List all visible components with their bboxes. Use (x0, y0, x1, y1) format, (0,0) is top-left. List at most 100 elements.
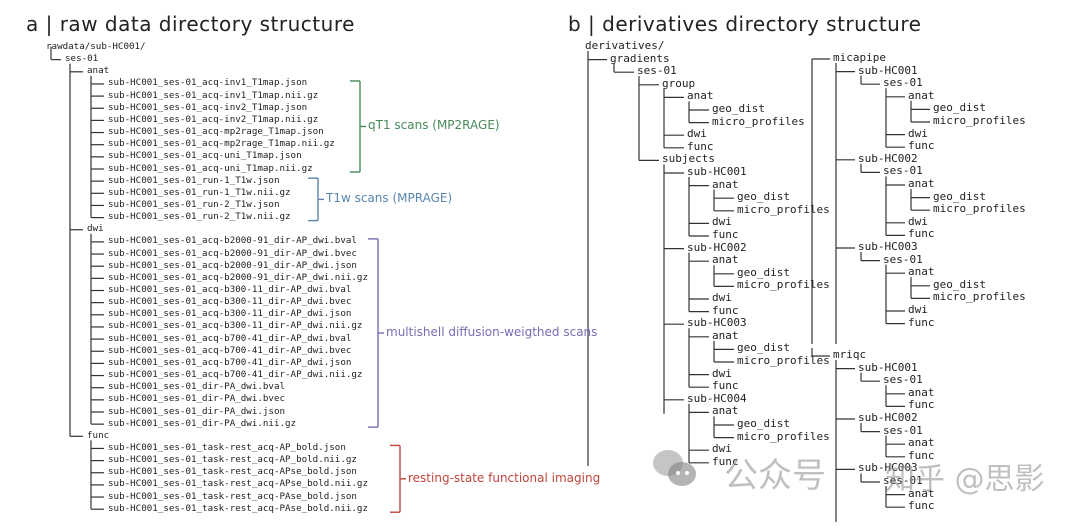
folder-func: func (908, 499, 935, 513)
folder-dwi: dwi (908, 126, 928, 140)
file-item: sub-HC001_ses-01_run-2_T1w.json (108, 198, 280, 210)
file-item: sub-HC001_ses-01_dir-PA_dwi.bval (108, 381, 286, 393)
folder-func: func (908, 227, 935, 241)
subject-folder: sub-HC002 (858, 151, 918, 165)
session-folder: ses-01 (883, 164, 923, 178)
file-item: sub-HC001_ses-01_acq-b700-41_dir-AP_dwi.… (108, 344, 352, 356)
folder-micro_profiles: micro_profiles (737, 354, 830, 367)
subject-folder: sub-HC001 (687, 165, 747, 178)
folder-func: func (87, 429, 110, 441)
folder-func: func (712, 454, 739, 468)
folder-geo_dist: geo_dist (737, 190, 790, 204)
file-item: sub-HC001_ses-01_acq-inv1_T1map.nii.gz (108, 89, 319, 101)
wechat-icon (653, 450, 696, 486)
folder-anat: anat (87, 65, 110, 77)
folder-micro_profiles: micro_profiles (933, 114, 1026, 127)
session-folder: ses-01 (883, 474, 923, 487)
subject-folder: sub-HC002 (858, 411, 918, 424)
folder-dwi: dwi (908, 303, 928, 316)
subject-folder: sub-HC003 (687, 316, 747, 330)
file-item: sub-HC001_ses-01_task-rest_acq-APse_bold… (108, 478, 368, 490)
folder-func: func (712, 379, 739, 393)
file-item: sub-HC001_ses-01_acq-b700-41_dir-AP_dwi.… (108, 356, 352, 368)
folder-micro_profiles: micro_profiles (712, 114, 805, 128)
folder-gradients: gradients (610, 51, 670, 65)
file-item: sub-HC001_ses-01_dir-PA_dwi.nii.gz (108, 417, 297, 429)
session-folder: ses-01 (883, 76, 923, 90)
subject-folder: sub-HC001 (858, 63, 918, 77)
file-item: sub-HC001_ses-01_run-1_T1w.nii.gz (108, 186, 291, 198)
folder-subjects: subjects (662, 152, 715, 166)
folder-func: func (712, 228, 739, 241)
folder-micro_profiles: micro_profiles (933, 290, 1026, 304)
session-folder: ses-01 (883, 423, 923, 437)
folder-func: func (687, 139, 714, 153)
folder-geo_dist: geo_dist (712, 102, 765, 115)
file-item: sub-HC001_ses-01_task-rest_acq-PAse_bold… (108, 502, 368, 514)
subject-folder: sub-HC003 (858, 240, 918, 253)
session-folder: ses-01 (883, 373, 923, 387)
file-item: sub-HC001_ses-01_dir-PA_dwi.json (108, 405, 286, 417)
folder-geo_dist: geo_dist (933, 101, 986, 115)
annotation-label: T1w scans (MPRAGE) (326, 191, 453, 206)
file-item: sub-HC001_ses-01_task-rest_acq-AP_bold.n… (108, 454, 357, 466)
file-item: sub-HC001_ses-01_task-rest_acq-PAse_bold… (108, 490, 357, 502)
file-item: sub-HC001_ses-01_acq-b2000-91_dir-AP_dwi… (108, 259, 357, 271)
folder-func: func (908, 315, 935, 329)
folder-anat: anat (908, 177, 935, 190)
folder-anat: anat (908, 385, 935, 399)
annotation-label: multishell diffusion-weigthed scans (386, 325, 598, 340)
file-item: sub-HC001_ses-01_acq-b2000-91_dir-AP_dwi… (108, 271, 368, 283)
folder-anat: anat (908, 88, 935, 102)
folder-dwi: dwi (712, 291, 732, 304)
folder-anat: anat (908, 265, 935, 279)
panel-a-title: a | raw data directory structure (26, 12, 355, 36)
subject-folder: sub-HC004 (687, 391, 747, 405)
folder-func: func (908, 139, 935, 153)
subject-folder: sub-HC002 (687, 240, 747, 254)
session-folder: ses-01 (637, 64, 677, 78)
file-item: sub-HC001_ses-01_acq-b700-41_dir-AP_dwi.… (108, 369, 363, 381)
folder-geo_dist: geo_dist (737, 417, 790, 430)
folder-func: func (712, 303, 739, 317)
folder-dwi: dwi (687, 127, 707, 141)
folder-micro_profiles: micro_profiles (737, 202, 830, 216)
folder-micro_profiles: micro_profiles (737, 429, 830, 443)
folder-func: func (908, 398, 935, 412)
folder-group: group (662, 76, 696, 90)
file-item: sub-HC001_ses-01_task-rest_acq-APse_bold… (108, 466, 357, 478)
file-item: sub-HC001_ses-01_acq-uni_T1map.nii.gz (108, 162, 313, 174)
folder-geo_dist: geo_dist (933, 189, 986, 203)
file-item: sub-HC001_ses-01_acq-uni_T1map.json (108, 150, 302, 162)
root-folder: derivatives/ (585, 39, 665, 52)
folder-mriqc: mriqc (833, 348, 867, 361)
folder-anat: anat (712, 177, 739, 191)
file-item: sub-HC001_ses-01_acq-b300-11_dir-AP_dwi.… (108, 320, 363, 332)
file-item: sub-HC001_ses-01_acq-b300-11_dir-AP_dwi.… (108, 296, 352, 308)
folder-micapipe: micapipe (833, 51, 886, 64)
folder-dwi: dwi (908, 214, 928, 228)
folder-anat: anat (908, 486, 935, 500)
panel-b-title: b | derivatives directory structure (568, 12, 922, 36)
file-item: sub-HC001_ses-01_task-rest_acq-AP_bold.j… (108, 441, 346, 453)
subject-folder: sub-HC001 (858, 360, 918, 374)
session-folder: ses-01 (883, 252, 923, 266)
file-item: sub-HC001_ses-01_acq-b700-41_dir-AP_dwi.… (108, 332, 352, 344)
file-item: sub-HC001_ses-01_acq-b300-11_dir-AP_dwi.… (108, 284, 352, 295)
file-item: sub-HC001_ses-01_run-1_T1w.json (108, 174, 280, 186)
folder-micro_profiles: micro_profiles (933, 202, 1026, 216)
root-folder: rawdata/sub-HC001/ (46, 41, 146, 52)
folder-dwi: dwi (87, 223, 104, 235)
file-item: sub-HC001_ses-01_acq-b2000-91_dir-AP_dwi… (108, 247, 357, 259)
session-folder: ses-01 (65, 53, 99, 65)
folder-geo_dist: geo_dist (737, 341, 790, 355)
file-item: sub-HC001_ses-01_acq-b2000-91_dir-AP_dwi… (108, 235, 357, 247)
file-item: sub-HC001_ses-01_acq-inv2_T1map.nii.gz (108, 113, 319, 125)
folder-dwi: dwi (712, 442, 732, 456)
folder-dwi: dwi (712, 366, 732, 380)
file-item: sub-HC001_ses-01_acq-mp2rage_T1map.json (108, 126, 324, 138)
folder-micro_profiles: micro_profiles (737, 278, 830, 292)
annotation-label: qT1 scans (MP2RAGE) (368, 118, 500, 133)
folder-func: func (908, 448, 935, 462)
